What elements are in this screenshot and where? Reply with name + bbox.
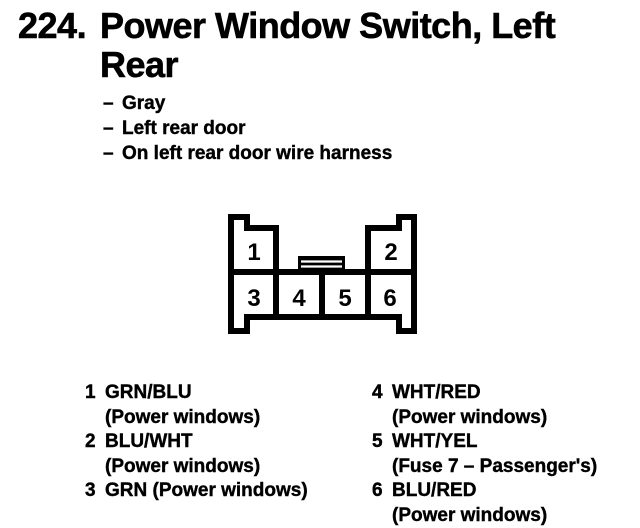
connector-latch — [298, 256, 345, 273]
pin-label-1: 1 — [247, 239, 260, 266]
legend-entry-pin3: 3 GRN (Power windows) — [85, 479, 308, 504]
pin-label-6: 6 — [383, 285, 396, 312]
section-title: Power Window Switch, Left Rear — [100, 5, 556, 85]
section-heading: 224. Power Window Switch, Left Rear — [18, 5, 556, 85]
legend-pin-text: BLU/RED (Power windows) — [392, 479, 548, 528]
legend-entry-pin4: 4 WHT/RED (Power windows) — [372, 381, 597, 430]
detail-location: –Left rear door — [103, 116, 392, 141]
pin-legend-left: 1 GRN/BLU (Power windows) 2 BLU/WHT (Pow… — [85, 381, 308, 504]
detail-harness: –On left rear door wire harness — [103, 141, 393, 166]
legend-entry-pin1: 1 GRN/BLU (Power windows) — [85, 381, 308, 430]
legend-entry-pin5: 5 WHT/YEL (Fuse 7 – Passenger's) — [372, 430, 598, 479]
section-number: 224. — [18, 5, 87, 46]
wire-color: GRN/BLU — [105, 382, 192, 403]
pin-label-3: 3 — [247, 285, 260, 312]
detail-location-text: Left rear door — [122, 118, 246, 139]
pin-label-2: 2 — [384, 239, 397, 266]
legend-entry-pin6: 6 BLU/RED (Power windows) — [372, 479, 597, 528]
detail-harness-text: On left rear door wire harness — [122, 143, 393, 164]
legend-pin-text: GRN/BLU (Power windows) — [105, 381, 261, 430]
legend-pin-number: 5 — [372, 431, 383, 452]
legend-entry-pin2: 2 BLU/WHT (Power windows) — [85, 430, 308, 479]
section-title-line2: Rear — [100, 44, 179, 85]
legend-pin-number: 6 — [372, 480, 383, 501]
wire-function: (Power windows) — [392, 504, 548, 526]
legend-pin-text: BLU/WHT (Power windows) — [105, 430, 261, 479]
legend-pin-number: 2 — [85, 431, 96, 452]
pin-label-5: 5 — [338, 285, 351, 312]
wire-function: (Fuse 7 – Passenger's) — [392, 455, 598, 477]
wire-function: (Power windows) — [105, 455, 261, 477]
wire-function: (Power windows) — [392, 406, 548, 428]
pin-legend-right: 4 WHT/RED (Power windows) 5 WHT/YEL (Fus… — [372, 381, 598, 528]
detail-list: –Gray –Left rear door –On left rear door… — [103, 91, 393, 166]
legend-pin-text: WHT/YEL (Fuse 7 – Passenger's) — [392, 430, 598, 479]
wire-color: WHT/YEL — [392, 431, 478, 452]
dash-bullet: – — [103, 118, 114, 139]
dash-bullet: – — [103, 93, 114, 114]
legend-pin-number: 1 — [85, 382, 96, 403]
dash-bullet: – — [103, 143, 114, 164]
connector-cavity-dividers — [273, 272, 371, 317]
legend-pin-text: WHT/RED (Power windows) — [392, 381, 548, 430]
detail-color: –Gray — [103, 91, 392, 116]
legend-pin-number: 4 — [372, 382, 383, 403]
wire-color: BLU/WHT — [105, 431, 193, 452]
connector-outline — [228, 214, 417, 334]
wire-color-and-function: GRN (Power windows) — [105, 480, 308, 501]
legend-pin-number: 3 — [85, 480, 96, 501]
detail-color-text: Gray — [122, 93, 166, 114]
wire-color: BLU/RED — [392, 480, 477, 501]
wire-function: (Power windows) — [105, 406, 261, 428]
section-title-line1: Power Window Switch, Left — [100, 5, 556, 46]
legend-pin-text: GRN (Power windows) — [105, 479, 308, 504]
wire-color: WHT/RED — [392, 382, 481, 403]
pin-label-4: 4 — [292, 285, 306, 312]
